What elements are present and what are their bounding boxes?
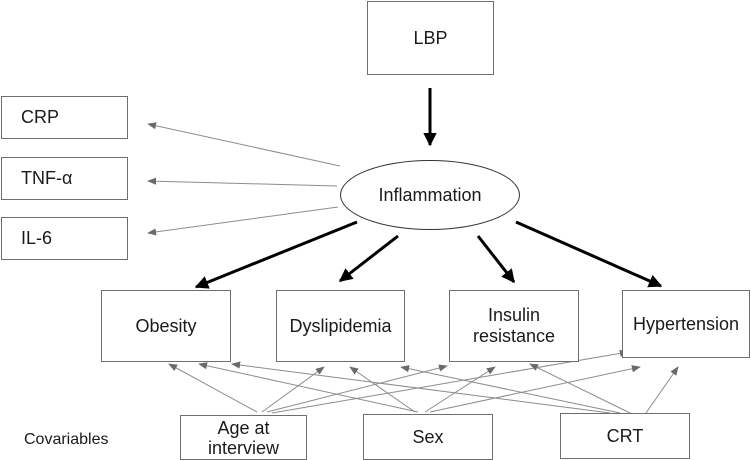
sex-label: Sex	[412, 426, 444, 447]
arrow-age-to-obesity	[168, 363, 258, 413]
crp-label: CRP	[21, 107, 60, 127]
dyslipidemia-box: Dyslipidemia	[276, 290, 405, 362]
arrow-crt-to-insulin-resistance	[529, 363, 631, 414]
lbp-box: LBP	[367, 1, 494, 75]
insulin-resistance-label: Insulin resistance	[472, 305, 556, 346]
arrow-crt-to-dyslipidemia	[400, 365, 621, 414]
obesity-box: Obesity	[101, 290, 231, 362]
arrow-sex-to-obesity	[198, 362, 419, 413]
hypertension-label: Hypertension	[632, 313, 740, 334]
arrow-sex-to-hypertension	[429, 365, 641, 413]
il6-label: IL-6	[21, 228, 53, 248]
crt-box: CRT	[560, 413, 690, 459]
sex-box: Sex	[363, 414, 493, 460]
il6-box: IL-6	[1, 217, 128, 260]
arrow-inflammation-to-il6	[147, 206, 339, 236]
arrow-inflammation-to-hypertension	[515, 220, 663, 288]
crp-box: CRP	[1, 96, 128, 139]
arrow-inflammation-to-obesity	[194, 220, 358, 289]
lbp-label: LBP	[413, 27, 448, 48]
hypertension-box: Hypertension	[622, 290, 750, 358]
arrow-age-to-insulin-resistance	[266, 364, 448, 413]
inflammation-label: Inflammation	[378, 184, 482, 205]
arrow-inflammation-to-insulin-resistance	[476, 235, 516, 284]
obesity-label: Obesity	[135, 315, 197, 336]
dyslipidemia-label: Dyslipidemia	[289, 315, 392, 336]
arrow-sex-to-dyslipidemia	[349, 366, 416, 413]
crt-label: CRT	[606, 425, 644, 446]
arrow-crt-to-hypertension	[645, 366, 679, 414]
tnf-alpha-label: TNF-α	[21, 168, 73, 188]
arrow-inflammation-to-crp	[147, 122, 341, 167]
arrow-inflammation-to-dyslipidemia	[338, 234, 399, 283]
age-at-interview-label: Age at interview	[207, 417, 280, 458]
arrow-crt-to-obesity	[231, 361, 611, 414]
arrow-inflammation-to-tnf	[147, 177, 338, 187]
arrow-age-to-hypertension	[271, 349, 629, 414]
inflammation-node: Inflammation	[340, 160, 520, 230]
age-at-interview-box: Age at interview	[180, 415, 307, 460]
insulin-resistance-box: Insulin resistance	[449, 290, 579, 362]
covariables-label: Covariables	[24, 431, 109, 448]
tnf-alpha-box: TNF-α	[1, 157, 128, 200]
arrow-sex-to-insulin-resistance	[424, 366, 496, 413]
